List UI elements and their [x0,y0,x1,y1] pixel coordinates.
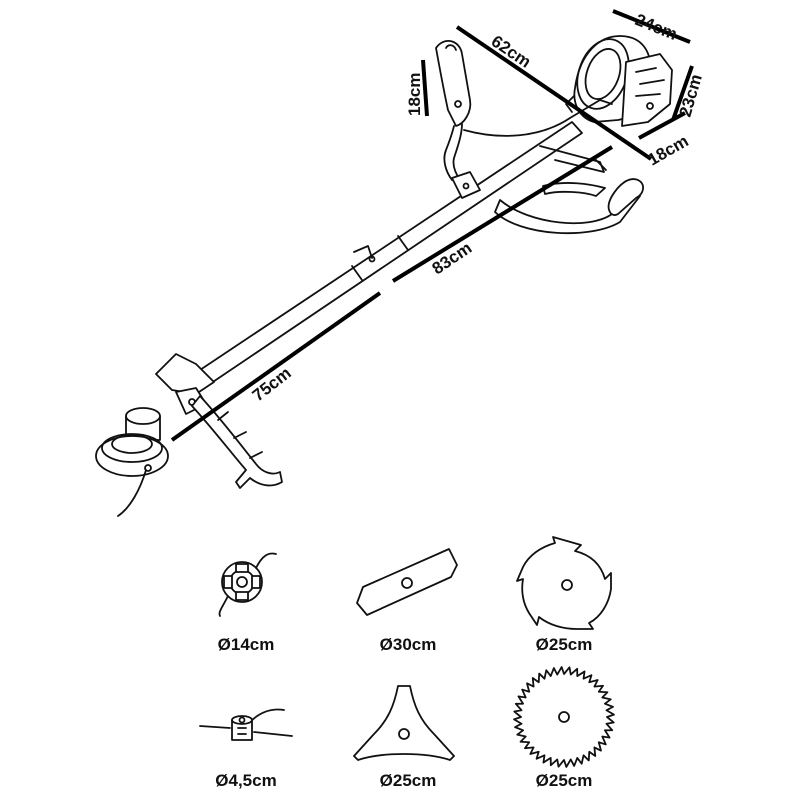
circular-saw-blade-icon [513,666,615,768]
dimension-line-upper-shaft [391,145,614,283]
dimension-line-engine-height [671,65,694,121]
accessory-label-circular-saw-blade: Ø25cm [535,771,593,790]
bike-handle [494,145,644,235]
engine [565,35,673,127]
trimmer-head-small-icon [199,708,293,741]
dimension-line-engine-depth [638,111,686,140]
three-tooth-blade-icon [353,685,455,761]
throttle-grip [435,40,581,199]
two-tooth-blade-icon [356,548,458,616]
label-engine-height: 23cm [676,72,706,119]
accessory-label-trimmer-head-small: Ø4,5cm [215,771,277,790]
trimmer-head-large-icon [218,552,277,617]
brush-cutter-illustration [95,35,673,517]
accessory-label-two-tooth-blade: Ø30cm [379,635,437,654]
dimension-lines [170,9,694,442]
four-tooth-blade-icon [516,536,612,630]
accessory-label-trimmer-head-large: Ø14cm [217,635,275,654]
label-grip-height: 18cm [405,73,424,116]
label-engine-depth: 18cm [645,131,692,169]
cutting-head-assembly [95,353,283,517]
dimension-line-tank-width [612,9,691,44]
dimension-line-handle-span [455,25,653,161]
dimension-line-grip-height [421,59,429,117]
accessory-label-four-tooth-blade: Ø25cm [535,635,593,654]
shaft [187,121,583,393]
label-tank-width: 24cm [633,10,680,44]
accessory-label-three-tooth-blade: Ø25cm [379,771,437,790]
dimension-line-lower-shaft [170,291,382,442]
